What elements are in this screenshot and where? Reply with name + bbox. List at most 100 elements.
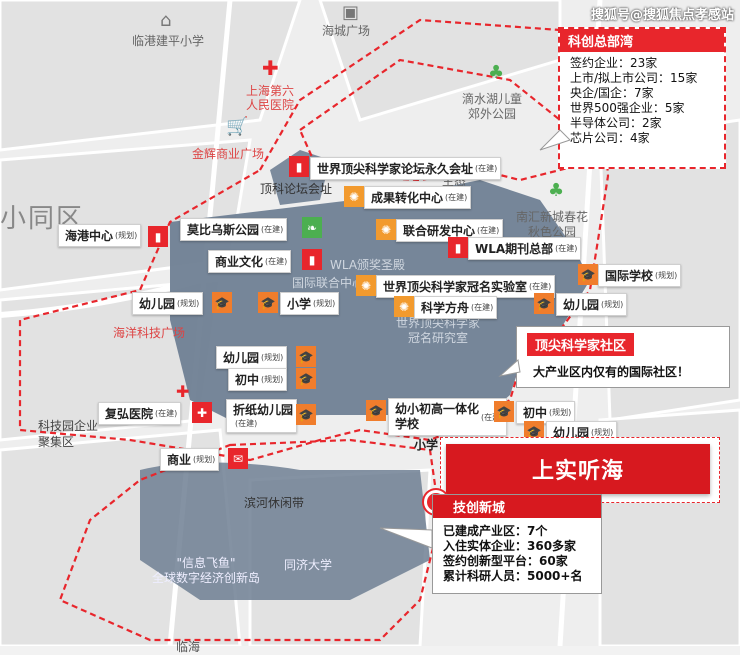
tree-icon: ♣	[548, 180, 565, 201]
label-jinhui: 金辉商业广场	[192, 147, 265, 161]
hq-bay-title: 科创总部湾	[560, 29, 724, 52]
label-xiao-hidden: 小学	[414, 438, 439, 452]
label-wla: WLA颁奖圣殿	[330, 258, 406, 272]
poi-k12-school[interactable]: 幼小初高一体化 学校(在建)	[388, 398, 508, 436]
tree-icon: ♣	[488, 62, 505, 83]
label-dishui-park: 滴水湖儿童 郊外公园	[462, 92, 523, 121]
poi-wla-journal[interactable]: WLA期刊总部(在建)	[468, 237, 582, 260]
poi-tag: (规划)	[313, 299, 336, 308]
hq-row: 半导体公司：2家	[570, 116, 662, 130]
poi-commerce-culture[interactable]: 商业文化(在建)	[208, 250, 292, 273]
poi-forum[interactable]: 世界顶尖科学家论坛永久会址(在建)	[310, 157, 502, 180]
hq-bay-panel: 科创总部湾 签约企业：23家 上市/拟上市公司：15家 央企/国企：7家 世界5…	[558, 27, 726, 169]
poi-tag: (规划)	[177, 299, 200, 308]
poi-intl-school[interactable]: 国际学校(规划)	[598, 264, 682, 287]
leaf-icon: ❧	[302, 217, 322, 238]
tech-city-row: 签约创新型平台：60家	[443, 554, 568, 568]
hospital-marker-icon: ✚	[176, 382, 190, 401]
poi-origami-kg[interactable]: 折纸幼儿园 (在建)	[226, 399, 298, 433]
poi-tag: (规划)	[591, 428, 614, 437]
poi-name: 世界顶尖科学家冠名实验室	[383, 280, 528, 294]
label-xinxi: "信息飞鱼" 全球数字经济创新岛	[152, 556, 261, 585]
school-icon: 🎓	[524, 421, 544, 442]
poi-tag: (在建)	[477, 226, 500, 235]
poi-name: 初中	[523, 406, 548, 420]
building-icon: ▮	[148, 226, 168, 247]
poi-haigang[interactable]: 海港中心(规划)	[58, 224, 142, 247]
poi-name: 幼小初高一体化 学校	[395, 402, 480, 431]
poi-name: 复弘医院	[105, 407, 154, 421]
hospital-icon: ✚	[192, 402, 212, 423]
school-icon: 🎓	[578, 264, 598, 285]
school-icon: 🎓	[296, 368, 316, 389]
poi-primary-1[interactable]: 小学(规划)	[280, 292, 340, 315]
school-icon: ⌂	[160, 10, 172, 31]
poi-name: 小学	[287, 297, 312, 311]
tech-city-row: 累计科研人员：5000+名	[443, 569, 583, 583]
poi-name: 海港中心	[65, 229, 114, 243]
tech-city-panel: 技创新城 已建成产业区：7个 入住实体企业：360多家 签约创新型平台：60家 …	[432, 494, 602, 594]
poi-tag: (在建)	[235, 419, 258, 428]
poi-tag: (规划)	[261, 375, 284, 384]
poi-commercial[interactable]: 商业(规划)	[160, 448, 220, 471]
poi-tag: (规划)	[601, 300, 624, 309]
building-icon: ▮	[302, 249, 322, 270]
hq-row: 芯片公司：4家	[570, 131, 650, 145]
poi-tag: (在建)	[481, 412, 504, 422]
poi-science-ark[interactable]: 科学方舟(在建)	[414, 296, 498, 319]
label-haicheng-plaza: 海城广场	[322, 24, 371, 38]
poi-fuhong-hospital[interactable]: 复弘医院(在建)	[98, 402, 182, 425]
label-haiyang-plaza: 海洋科技广场	[113, 326, 186, 340]
tech-city-row: 已建成产业区：7个	[443, 524, 548, 538]
atom-icon: ✺	[344, 186, 364, 207]
poi-mobius[interactable]: 莫比乌斯公园(在建)	[180, 218, 288, 241]
poi-tag: (规划)	[193, 455, 216, 464]
poi-tag: (在建)	[555, 244, 578, 253]
poi-middle-1[interactable]: 初中(规划)	[228, 368, 288, 391]
hospital-marker-icon: ✚	[262, 56, 279, 80]
poi-tag: (规划)	[261, 353, 284, 362]
poi-tag: (在建)	[471, 303, 494, 312]
poi-name: 商业文化	[215, 255, 264, 269]
poi-kindergarten-2[interactable]: 幼儿园(规划)	[556, 293, 628, 316]
poi-achievement[interactable]: 成果转化中心(在建)	[364, 186, 472, 209]
poi-name: 折纸幼儿园	[233, 403, 294, 417]
poi-name: 莫比乌斯公园	[187, 223, 260, 237]
poi-name: 商业	[167, 453, 192, 467]
shop-bag-icon: ▣	[342, 2, 360, 23]
tech-city-row: 入住实体企业：360多家	[443, 539, 577, 553]
building-icon: ▮	[448, 237, 468, 258]
poi-kindergarten-3[interactable]: 幼儿园(规划)	[216, 346, 288, 369]
hq-row: 上市/拟上市公司：15家	[570, 71, 698, 85]
poi-named-lab[interactable]: 世界顶尖科学家冠名实验室(在建)	[376, 275, 556, 298]
poi-tag: (规划)	[549, 408, 572, 417]
atom-icon: ✺	[376, 219, 396, 240]
poi-name: 幼儿园	[563, 298, 600, 312]
poi-name: 世界顶尖科学家论坛永久会址	[317, 162, 474, 176]
community-title: 顶尖科学家社区	[527, 333, 635, 356]
label-intl-center: 国际联合中心	[292, 276, 365, 290]
school-icon: 🎓	[258, 292, 278, 313]
poi-tag: (在建)	[155, 409, 178, 418]
school-icon: 🎓	[296, 346, 316, 367]
building-icon: ▮	[289, 156, 309, 177]
poi-middle-2[interactable]: 初中(规划)	[516, 401, 576, 424]
watermark: 搜狐号@搜狐焦点孝感站	[590, 8, 734, 23]
hq-row: 央企/国企：7家	[570, 86, 654, 100]
poi-name: 成果转化中心	[371, 191, 444, 205]
poi-name: 联合研发中心	[403, 224, 476, 238]
poi-kindergarten-1[interactable]: 幼儿园(规划)	[132, 292, 204, 315]
hq-row: 签约企业：23家	[570, 56, 658, 70]
school-icon: 🎓	[366, 400, 386, 421]
poi-name: 科学方舟	[421, 301, 470, 315]
highlight-title: 上实听海	[446, 444, 710, 494]
label-tech-park: 科技园企业 聚集区	[38, 419, 99, 449]
poi-tag: (在建)	[261, 225, 284, 234]
label-tongji: 同济大学	[284, 558, 333, 572]
label-hospital: 上海第六 人民医院	[246, 84, 295, 112]
poi-tag: (在建)	[265, 257, 288, 266]
poi-name: 幼儿园	[139, 297, 176, 311]
poi-tag: (规划)	[655, 271, 678, 280]
shop-icon: ✉	[228, 448, 248, 469]
